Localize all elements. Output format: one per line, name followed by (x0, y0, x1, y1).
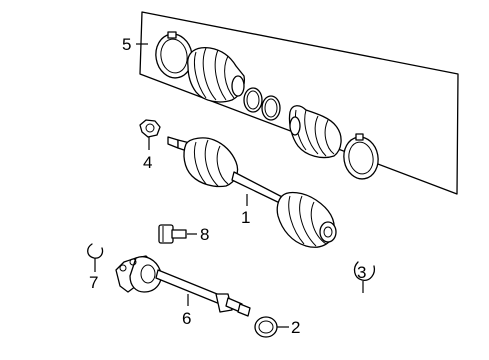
callout-7: 7 (89, 273, 99, 292)
inner-boot (288, 105, 342, 159)
callout-1: 1 (241, 208, 251, 227)
outer-boot (187, 46, 246, 103)
callout-3: 3 (357, 263, 367, 282)
mounting-bolt (158, 224, 187, 244)
clamp-ring-small-1 (243, 87, 263, 113)
axle-nut (139, 119, 161, 138)
shaft-seal (254, 316, 278, 338)
callout-4: 4 (143, 153, 153, 172)
snap-ring (353, 261, 376, 281)
retaining-clip (87, 243, 104, 259)
intermediate-shaft (115, 255, 251, 317)
clamp-ring-large-right (343, 133, 379, 180)
clamp-ring-small-2 (261, 95, 281, 121)
callout-6: 6 (182, 309, 192, 328)
callout-2: 2 (291, 318, 301, 337)
callout-5: 5 (122, 35, 132, 54)
callout-8: 8 (200, 225, 210, 244)
half-shaft-assembly (167, 136, 337, 248)
